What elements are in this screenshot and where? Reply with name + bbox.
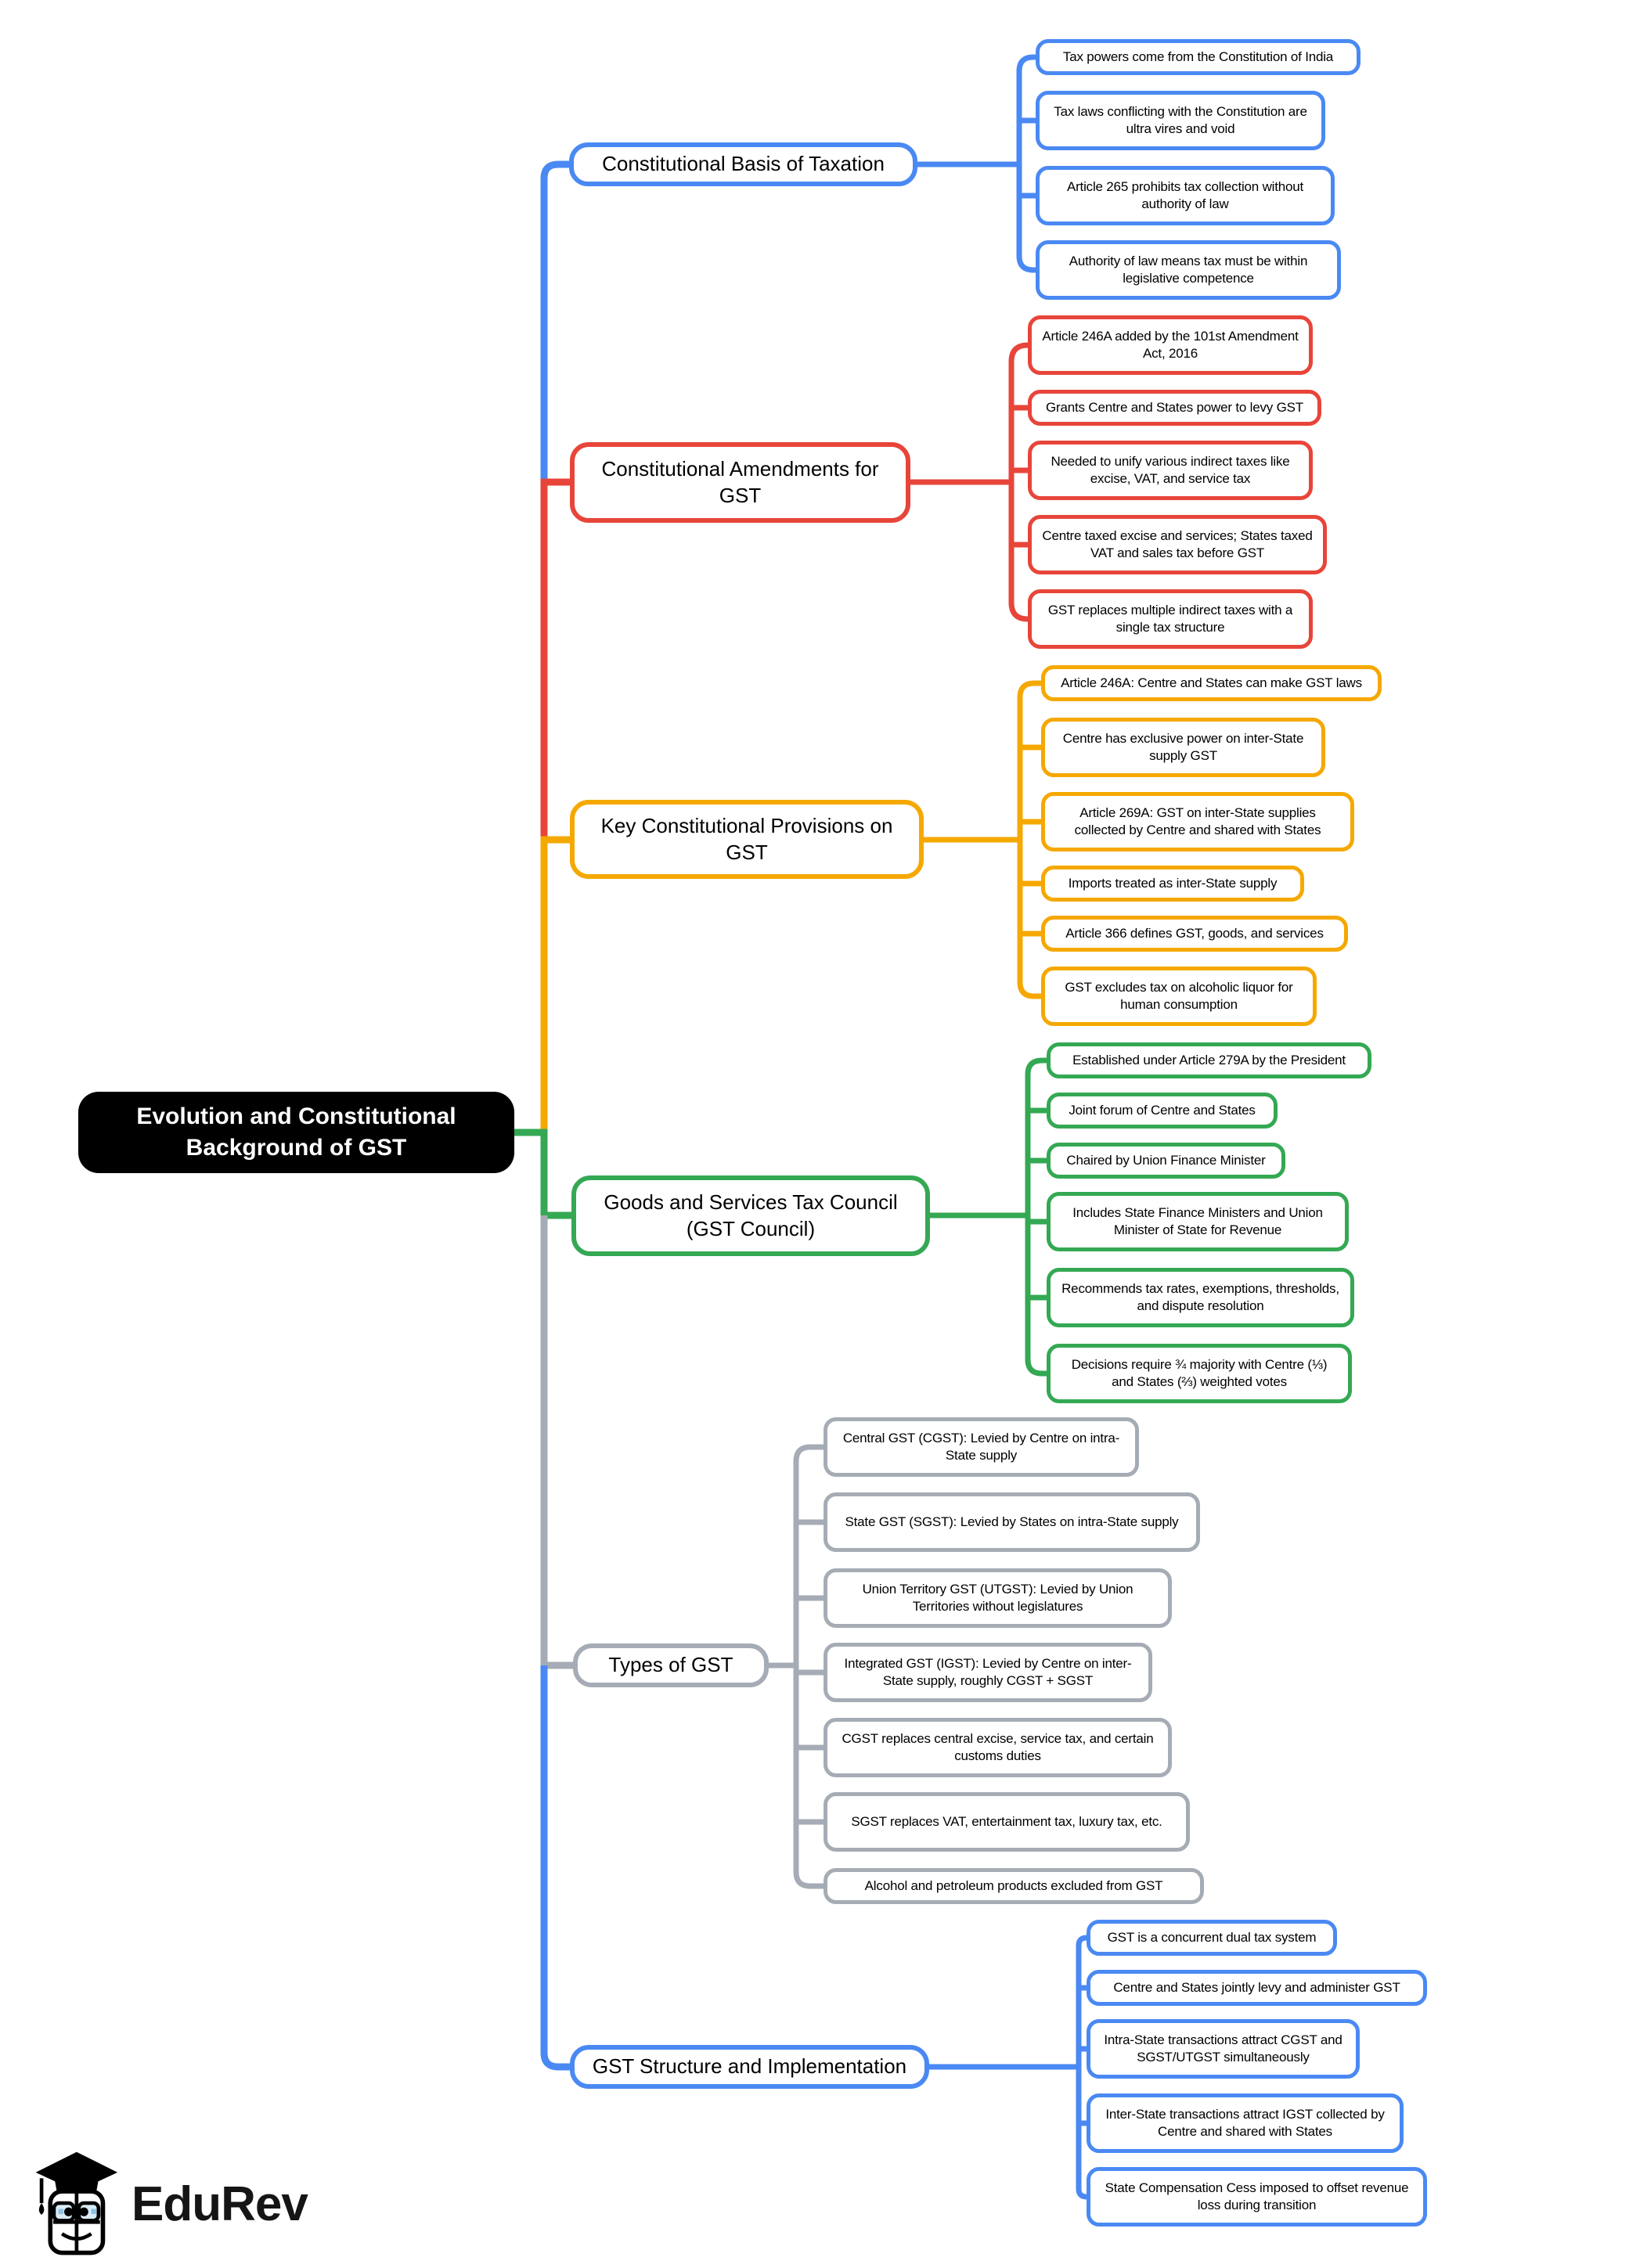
root-node: Evolution and Constitutional Background … <box>78 1092 514 1173</box>
leaf-node: Tax laws conflicting with the Constituti… <box>1036 91 1325 150</box>
leaf-node: Chaired by Union Finance Minister <box>1047 1143 1285 1179</box>
leaf-node: Article 265 prohibits tax collection wit… <box>1036 166 1335 225</box>
leaf-node: Inter-State transactions attract IGST co… <box>1087 2093 1404 2153</box>
branch-title-structure: GST Structure and Implementation <box>570 2045 929 2089</box>
branch-title-provisions: Key Constitutional Provisions on GST <box>570 800 924 879</box>
leaf-node: Intra-State transactions attract CGST an… <box>1087 2019 1360 2079</box>
leaf-node: Tax powers come from the Constitution of… <box>1036 39 1361 75</box>
leaf-node: Centre and States jointly levy and admin… <box>1087 1970 1427 2006</box>
trunk-green <box>514 1129 571 1219</box>
leaf-node: Article 246A added by the 101st Amendmen… <box>1028 315 1313 375</box>
leaf-node: Central GST (CGST): Levied by Centre on … <box>824 1417 1139 1477</box>
leaf-node: GST excludes tax on alcoholic liquor for… <box>1041 967 1317 1026</box>
leaf-node: Authority of law means tax must be withi… <box>1036 240 1341 300</box>
leaf-node: GST replaces multiple indirect taxes wit… <box>1028 589 1313 649</box>
branch-structure-net <box>929 1935 1087 2200</box>
leaf-node: Centre has exclusive power on inter-Stat… <box>1041 718 1325 777</box>
leaf-node: Joint forum of Centre and States <box>1047 1093 1278 1129</box>
leaf-node: Includes State Finance Ministers and Uni… <box>1047 1192 1349 1251</box>
edurev-mascot-icon <box>35 2151 118 2255</box>
leaf-node: Alcohol and petroleum products excluded … <box>824 1868 1204 1904</box>
leaf-node: GST is a concurrent dual tax system <box>1087 1920 1337 1956</box>
leaf-node: State Compensation Cess imposed to offse… <box>1087 2167 1427 2227</box>
branch-council-net <box>930 1057 1047 1377</box>
branch-title-basis: Constitutional Basis of Taxation <box>569 142 917 186</box>
trunk-yellow <box>540 836 570 1132</box>
edurev-logo-text: EduRev <box>132 2176 308 2231</box>
branch-amendments-net <box>910 342 1029 622</box>
trunk-red <box>540 478 570 840</box>
leaf-node: Union Territory GST (UTGST): Levied by U… <box>824 1568 1172 1628</box>
branch-title-council: Goods and Services Tax Council (GST Coun… <box>571 1175 930 1256</box>
leaf-node: State GST (SGST): Levied by States on in… <box>824 1492 1200 1552</box>
leaf-node: Integrated GST (IGST): Levied by Centre … <box>824 1643 1152 1702</box>
leaf-node: Imports treated as inter-State supply <box>1041 866 1304 902</box>
leaf-node: Recommends tax rates, exemptions, thresh… <box>1047 1268 1354 1327</box>
trunk-blue-bottom <box>540 1665 570 2071</box>
leaf-node: Decisions require ¾ majority with Centre… <box>1047 1344 1352 1403</box>
trunk-gray <box>540 1215 573 1669</box>
trunk-blue-top <box>540 160 569 482</box>
branch-types-net <box>769 1444 824 1889</box>
leaf-node: Article 246A: Centre and States can make… <box>1041 665 1382 701</box>
leaf-node: Needed to unify various indirect taxes l… <box>1028 441 1313 500</box>
leaf-node: SGST replaces VAT, entertainment tax, lu… <box>824 1792 1190 1852</box>
leaf-node: Established under Article 279A by the Pr… <box>1047 1042 1371 1078</box>
branch-provisions-net <box>924 680 1041 999</box>
branch-title-amendments: Constitutional Amendments for GST <box>570 442 910 523</box>
leaf-node: Grants Centre and States power to levy G… <box>1028 390 1321 426</box>
leaf-node: Article 269A: GST on inter-State supplie… <box>1041 792 1354 851</box>
edurev-logo[interactable]: EduRev <box>31 2148 308 2259</box>
leaf-node: CGST replaces central excise, service ta… <box>824 1718 1172 1777</box>
branch-title-types: Types of GST <box>573 1643 769 1687</box>
leaf-node: Centre taxed excise and services; States… <box>1028 515 1327 574</box>
leaf-node: Article 366 defines GST, goods, and serv… <box>1041 916 1348 952</box>
branch-basis-net <box>917 54 1036 273</box>
